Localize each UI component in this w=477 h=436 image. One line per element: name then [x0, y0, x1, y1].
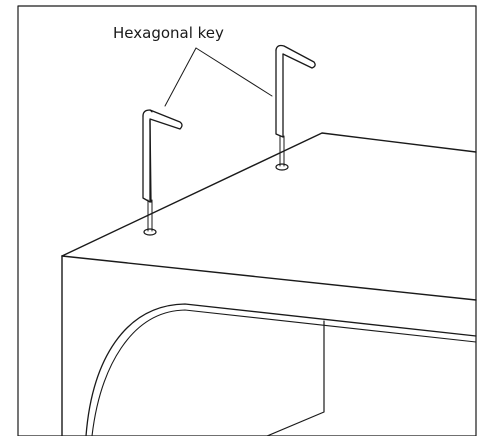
figure-frame: [17, 5, 477, 436]
callout-label: Hexagonal key: [113, 24, 224, 42]
door-recess: [266, 320, 325, 436]
appliance-front-edge: [61, 255, 477, 301]
hex-key-icon: [142, 109, 183, 236]
door-opening: [85, 303, 477, 436]
screw-hole-icon: [275, 163, 289, 171]
callout-leader-lines: [164, 47, 273, 107]
hex-key-icon: [275, 44, 316, 171]
appliance-top-edge: [61, 132, 477, 257]
screw-hole-icon: [143, 228, 157, 236]
